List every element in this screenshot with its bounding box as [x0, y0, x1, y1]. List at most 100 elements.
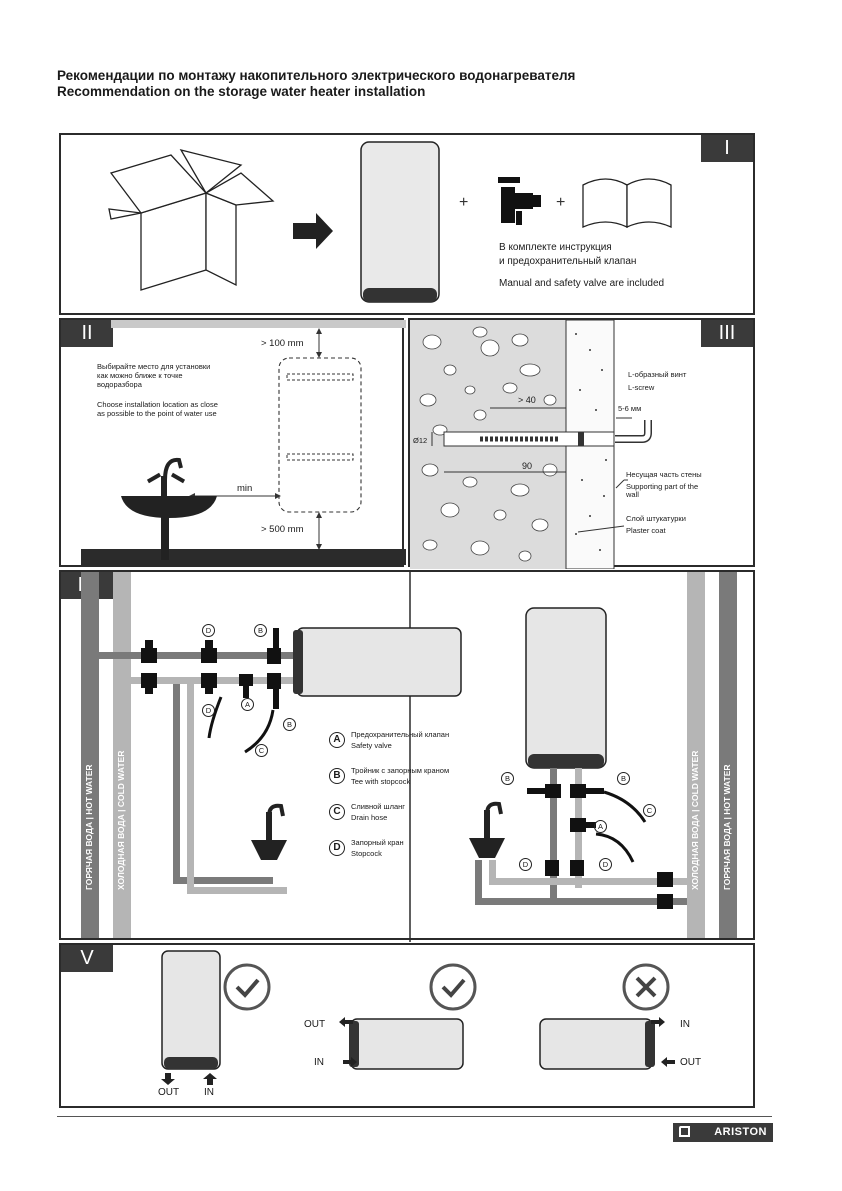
h2-out: OUT — [680, 1057, 702, 1068]
cross-icon — [622, 963, 670, 1011]
choose-location-en: Choose installation location as close as… — [97, 400, 277, 418]
included-text-ru-1: В комплекте инструкция — [499, 242, 612, 253]
support-en-1: Supporting part of the — [626, 482, 699, 491]
dim-bottom-500: > 500 mm — [261, 524, 304, 535]
label-b-top: B — [254, 624, 267, 637]
legend-ru: Запорный кран — [351, 838, 404, 847]
sink-icon — [121, 457, 217, 560]
l-screw-en: L-screw — [628, 383, 655, 392]
check-icon — [429, 963, 477, 1011]
legend-letter: D — [329, 840, 345, 856]
cold-water-label-left: ХОЛОДНАЯ ВОДА | COLD WATER — [116, 750, 126, 890]
panel-iii-drawing — [410, 320, 652, 569]
panel-i: I + + В к — [59, 133, 755, 315]
panel-ii: II > 100 mm > 500 mm min Выбирайте место… — [59, 318, 406, 567]
arrow-right-icon — [293, 213, 333, 249]
choose-location-ru: Выбирайте место для установки как можно … — [97, 362, 267, 389]
concrete-stones — [419, 326, 558, 562]
label-d-right-1: D — [519, 858, 532, 871]
legend-item: C Сливной шланг Drain hose — [329, 802, 509, 838]
legend-letter: C — [329, 804, 345, 820]
plaster-dots — [575, 333, 607, 551]
panel-tag-i: I — [701, 135, 753, 162]
panel-v: V OUT IN OUT IN IN O — [59, 943, 755, 1108]
left-valves — [141, 628, 281, 709]
hot-water-label-left: ГОРЯЧАЯ ВОДА | HOT WATER — [84, 764, 94, 890]
hot-water-label-right: ГОРЯЧАЯ ВОДА | HOT WATER — [722, 764, 732, 890]
plus-sign-1: + — [459, 194, 468, 211]
legend-item: A Предохранительный клапан Safety valve — [329, 730, 509, 766]
label-a-right: A — [594, 820, 607, 833]
support-en-2: wall — [626, 490, 639, 499]
legend-ru: Тройник с запорным краном — [351, 766, 450, 775]
legend-en: Tee with stopcock — [351, 777, 411, 786]
choose-ru-line-2: как можно ближе к точке — [97, 371, 183, 380]
home-icon — [679, 1126, 690, 1137]
ariston-logo: ARISTON — [673, 1123, 773, 1142]
brand-name: ARISTON — [714, 1126, 767, 1138]
choose-ru-line-1: Выбирайте место для установки — [97, 362, 211, 371]
title-ru: Рекомендации по монтажу накопительного э… — [57, 68, 576, 83]
legend-letter: A — [329, 732, 345, 748]
panel-iv: IV — [59, 570, 755, 942]
dim-90: 90 — [522, 461, 533, 471]
included-text-ru-2: и предохранительный клапан — [499, 256, 637, 267]
horizontal-heater-icon — [293, 627, 462, 697]
h1-in: IN — [314, 1057, 324, 1068]
panel-iii: III — [408, 318, 755, 569]
label-b-right-2: B — [617, 772, 630, 785]
choose-en-line-1: Choose installation location as close — [97, 400, 218, 409]
label-a-left: A — [241, 698, 254, 711]
legend: A Предохранительный клапан Safety valve … — [329, 730, 509, 874]
legend-ru: Предохранительный клапан — [351, 730, 450, 739]
title-en: Recommendation on the storage water heat… — [57, 84, 426, 99]
label-d-right-2: D — [599, 858, 612, 871]
plaster-ru: Слой штукатурки — [626, 514, 686, 523]
v-heater-in: IN — [204, 1087, 214, 1098]
legend-item: D Запорный кран Stopcock — [329, 838, 509, 874]
plus-sign-2: + — [556, 194, 565, 211]
box-icon — [108, 148, 275, 291]
legend-item: B Тройник с запорным краном Tee with sto… — [329, 766, 509, 802]
l-screw-ru: L-образный винт — [628, 370, 687, 379]
label-d-bottom: D — [202, 704, 215, 717]
panel-ii-drawing — [81, 320, 406, 565]
included-text-en: Manual and safety valve are included — [499, 278, 665, 289]
panel-tag-v: V — [61, 945, 113, 972]
label-c-left: C — [255, 744, 268, 757]
panel-tag-iii: III — [701, 320, 753, 347]
dim-min: min — [237, 483, 253, 494]
label-c-right: C — [643, 804, 656, 817]
dim-12: Ø12 — [413, 436, 428, 445]
right-mixer-icon — [469, 801, 505, 858]
choose-ru-line-3: водоразбора — [97, 380, 142, 389]
h2-in: IN — [680, 1019, 690, 1030]
legend-en: Safety valve — [351, 741, 392, 750]
h1-out: OUT — [304, 1019, 326, 1030]
label-b-right-1: B — [501, 772, 514, 785]
check-icon — [223, 963, 271, 1011]
legend-letter: B — [329, 768, 345, 784]
dim-gap: 5-6 мм — [618, 404, 642, 413]
choose-en-line-2: as possible to the point of water use — [97, 409, 217, 418]
v-heater-out: OUT — [158, 1087, 180, 1098]
cold-water-label-right: ХОЛОДНАЯ ВОДА | COLD WATER — [690, 750, 700, 890]
dim-40: > 40 — [518, 395, 536, 405]
left-mixer-icon — [251, 803, 287, 860]
panel-tag-ii: II — [61, 320, 113, 347]
right-valves — [527, 784, 673, 909]
safety-valve-icon — [498, 177, 541, 225]
footer-divider — [57, 1116, 772, 1117]
manual-book-icon — [582, 178, 672, 229]
panel-i-drawing: + + — [108, 141, 672, 303]
vertical-heater-icon — [525, 607, 607, 769]
panel-v-drawing — [161, 950, 675, 1085]
legend-en: Drain hose — [351, 813, 388, 822]
page-title: Рекомендации по монтажу накопительного э… — [57, 68, 575, 100]
legend-ru: Сливной шланг — [351, 802, 405, 811]
support-ru: Несущая часть стены — [626, 470, 702, 479]
legend-en: Stopcock — [351, 849, 382, 858]
water-heater-icon — [360, 141, 440, 303]
panel-iv-drawing — [81, 572, 737, 942]
plaster-en: Plaster coat — [626, 526, 666, 535]
